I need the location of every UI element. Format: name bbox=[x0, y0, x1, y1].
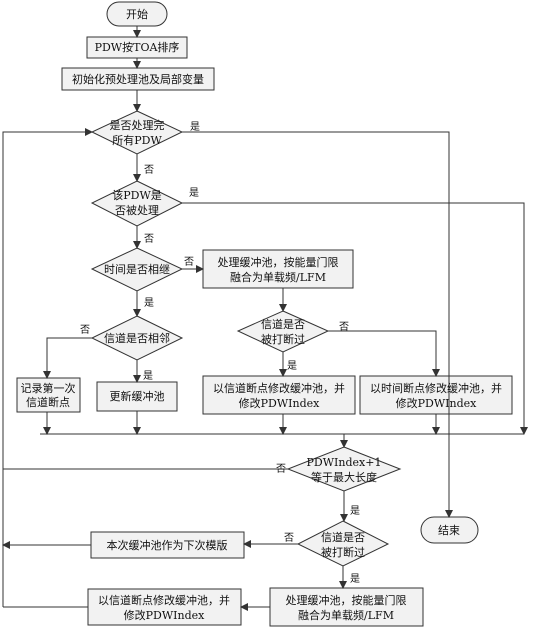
fuse1-label-1: 处理缓冲池，按能量门限 bbox=[218, 255, 339, 269]
decision-all-done bbox=[90, 110, 184, 155]
sort-label: PDW按TOA排序 bbox=[95, 40, 180, 54]
modchan2-label-1: 以信道断点修改缓冲池，并 bbox=[98, 593, 230, 607]
no-label-interrupted2: 否 bbox=[284, 532, 294, 544]
no-label-interrupted1: 否 bbox=[339, 321, 349, 333]
start-label: 开始 bbox=[126, 7, 148, 21]
channel-adjacent-label: 信道是否相邻 bbox=[104, 331, 170, 345]
record-breakpoint-box bbox=[16, 377, 81, 413]
yes-label-interrupted2: 是 bbox=[350, 573, 360, 585]
template-label: 本次缓冲池作为下次模版 bbox=[107, 538, 228, 552]
yes-label-time-adjacent: 是 bbox=[144, 297, 154, 309]
processed-label-1: 该PDW是 bbox=[112, 188, 162, 202]
interrupted1-label-2: 被打断过 bbox=[261, 332, 305, 346]
time-adjacent-label: 时间是否相继 bbox=[104, 263, 170, 276]
all-done-label-1: 是否处理完 bbox=[110, 118, 165, 132]
modchan1-label-2: 修改PDWIndex bbox=[239, 396, 321, 410]
all-done-label-2: 所有PDW bbox=[112, 133, 162, 147]
interrupted2-label-1: 信道是否 bbox=[321, 530, 365, 544]
arrow-all-done-yes bbox=[182, 131, 453, 518]
arrow-processed-yes bbox=[182, 202, 525, 434]
end-label: 结束 bbox=[438, 524, 460, 537]
modify-channel-box-1 bbox=[202, 375, 356, 415]
yes-label-channel-adjacent: 是 bbox=[143, 370, 153, 382]
decision-index-max bbox=[286, 446, 402, 492]
loop-back-line bbox=[2, 128, 93, 607]
no-label-time-adjacent: 否 bbox=[184, 256, 194, 268]
no-label-processed: 否 bbox=[144, 233, 154, 245]
template-box bbox=[90, 531, 245, 559]
arrow-interrupted1-no bbox=[328, 330, 440, 377]
fuse-box-1 bbox=[202, 249, 354, 289]
fuse-box-2 bbox=[269, 587, 424, 627]
record-label-2: 信道断点 bbox=[26, 395, 70, 409]
modtime-label-1: 以时间断点修改缓冲池，并 bbox=[370, 381, 502, 395]
interrupted1-label-1: 信道是否 bbox=[261, 317, 305, 331]
yes-label-all-done: 是 bbox=[190, 121, 200, 133]
modchan1-label-1: 以信道断点修改缓冲池，并 bbox=[213, 381, 345, 395]
arrow-channel-adjacent-no bbox=[43, 337, 92, 379]
modtime-label-2: 修改PDWIndex bbox=[396, 396, 478, 410]
yes-label-index-max: 是 bbox=[350, 505, 360, 517]
record-label-1: 记录第一次 bbox=[21, 381, 76, 395]
no-label-all-done: 否 bbox=[144, 164, 154, 176]
processed-label-2: 否被处理 bbox=[115, 204, 159, 217]
no-label-index-max: 否 bbox=[276, 463, 286, 475]
modchan2-label-2: 修改PDWIndex bbox=[124, 608, 206, 622]
index-max-label-1: PDWIndex+1 bbox=[307, 456, 382, 469]
yes-label-interrupted1: 是 bbox=[287, 360, 297, 372]
no-label-channel-adjacent: 否 bbox=[80, 324, 90, 336]
fuse2-label-1: 处理缓冲池，按能量门限 bbox=[286, 593, 407, 607]
yes-label-processed: 是 bbox=[189, 187, 199, 199]
fuse1-label-2: 融合为单载频/LFM bbox=[230, 270, 326, 284]
interrupted2-label-2: 被打断过 bbox=[321, 545, 365, 559]
update-label: 更新缓冲池 bbox=[110, 389, 165, 403]
init-label: 初始化预处理池及局部变量 bbox=[72, 72, 204, 86]
index-max-label-2: 等于最大长度 bbox=[311, 470, 377, 484]
fuse2-label-2: 融合为单载频/LFM bbox=[298, 608, 394, 622]
